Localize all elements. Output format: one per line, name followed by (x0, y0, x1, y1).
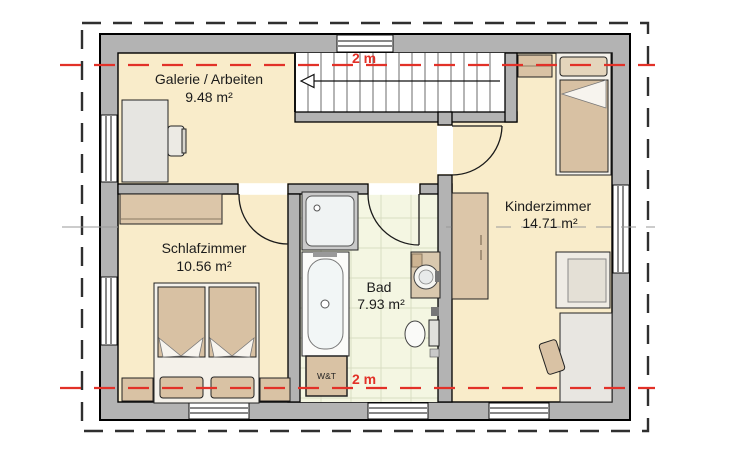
sink-faucet (435, 271, 440, 282)
staircase (294, 53, 505, 112)
room-label-galerie: Galerie / Arbeiten (154, 71, 264, 87)
window-right-kinderzimmer (612, 184, 630, 274)
room-label-schlafzimmer: Schlafzimmer (161, 240, 247, 256)
height-label-top: 2 m (351, 50, 377, 66)
wall-schlafzimmer-bad (287, 193, 301, 403)
washer-dryer (305, 355, 348, 397)
bathtub-faucet (313, 252, 337, 257)
wall-hall-kinderzimmer-top (437, 111, 453, 126)
interior-walls (117, 52, 518, 403)
stair-direction-arrow (299, 73, 315, 89)
height-label-bottom: 2 m (351, 371, 377, 387)
window-bottom-schlafzimmer (188, 402, 250, 420)
desk-chair (538, 339, 566, 375)
desk-chair-back (181, 128, 187, 154)
doors (238, 125, 503, 246)
room-area-galerie: 9.48 m² (185, 89, 233, 105)
toilet-paper-holder (431, 307, 439, 316)
door-kinderzimmer (451, 125, 503, 176)
window-left-schlafzimmer (100, 276, 118, 346)
washer-dryer-label: W&T (317, 371, 336, 381)
wall-stair-kinderzimmer (504, 52, 518, 123)
galerie-furniture (121, 99, 187, 183)
wall-hall-schlafzimmer (117, 183, 239, 195)
window-left-galerie (100, 114, 118, 183)
towel (411, 253, 423, 268)
nightstand-right (259, 377, 291, 402)
room-label-kinderzimmer: Kinderzimmer (504, 198, 592, 214)
door-schlafzimmer (238, 193, 289, 245)
height-lines-2m (60, 63, 655, 390)
nightstand-left (121, 377, 154, 402)
room-area-kinderzimmer: 14.71 m² (522, 215, 578, 231)
bathtub-drain (320, 299, 330, 309)
window-top-stairwell (336, 34, 394, 53)
door-bad (367, 193, 420, 246)
window-bottom-bad (367, 402, 429, 420)
room-label-bad: Bad (366, 279, 392, 295)
bad-fixtures (301, 191, 441, 397)
windows (100, 34, 630, 420)
wardrobe (451, 192, 489, 300)
toilet-tank (428, 319, 440, 347)
room-area-bad: 7.93 m² (357, 296, 405, 312)
door-openings (239, 126, 453, 195)
bed-pillow (559, 56, 608, 77)
toilet-bowl (404, 320, 426, 348)
desk (121, 99, 169, 183)
room-area-schlafzimmer: 10.56 m² (176, 258, 232, 274)
wall-under-stairs (294, 111, 518, 123)
kinderzimmer-furniture (451, 52, 613, 403)
window-bottom-kinderzimmer (488, 402, 550, 420)
shower-drain (313, 204, 321, 212)
